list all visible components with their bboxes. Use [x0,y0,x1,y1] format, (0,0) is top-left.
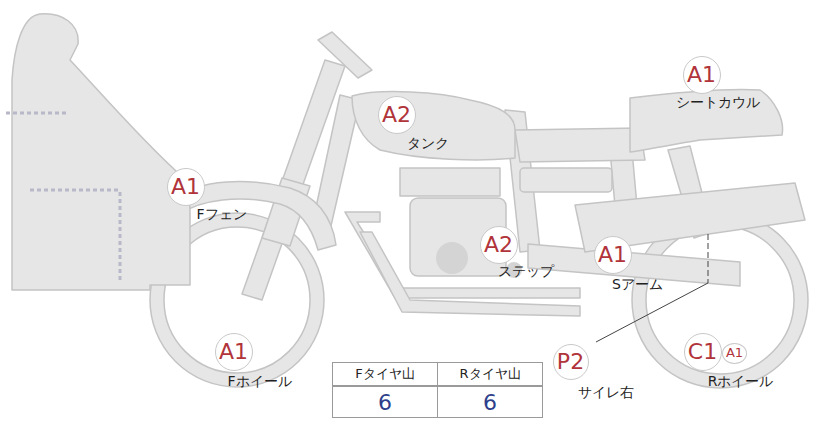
part-name: タンク [407,135,449,151]
damage-code: A1 [219,339,248,364]
damage-code: A2 [484,232,513,257]
part-name: Fフェン [196,206,246,222]
engine-dot [436,242,468,274]
damage-callout: C1A1Rホイール [684,333,722,371]
damage-callout: A2ステップ [480,226,518,264]
table-header: Fタイヤ山 [355,365,414,383]
leader-line [708,234,709,283]
damage-callout: P2サイレ右 [553,344,589,380]
part-name: Sアーム [612,276,663,292]
damage-callout: A2タンク [378,96,416,134]
table-value-cell: 6 [437,386,543,418]
damage-code: A1 [171,174,200,199]
part-name: シートカウル [676,94,760,110]
seat-cowl [630,89,783,152]
damage-callout: A1Fフェン [167,168,205,206]
table-value: 6 [378,390,392,415]
seat [515,128,645,162]
damage-code: A2 [382,102,411,127]
table-value-cell: 6 [332,386,438,418]
damage-code: C1 [688,339,717,364]
part-name: ステップ [498,263,554,279]
damage-callout: A1Fホイール [215,333,253,371]
damage-code: A1 [687,62,716,87]
side-cover [520,168,612,192]
rear-wheel-inner [646,226,794,374]
handlebar [318,32,372,78]
damage-code: P2 [557,349,584,374]
table-header: Rタイヤ山 [459,365,520,383]
front-fork [242,60,345,300]
damage-callout: A1Sアーム [594,236,632,274]
damage-code: A1 [598,242,627,267]
table-header-cell: Rタイヤ山 [437,362,543,386]
front-fairing [12,14,190,290]
part-name: Rホイール [708,373,774,389]
engine-head [400,168,500,196]
part-name: Fホイール [227,373,291,389]
table-header-cell: Fタイヤ山 [332,362,438,386]
table-value: 6 [483,390,497,415]
part-name: サイレ右 [578,384,634,400]
secondary-code: A1 [722,343,747,364]
damage-callout: A1シートカウル [683,56,721,94]
fuel-tank [352,92,515,160]
